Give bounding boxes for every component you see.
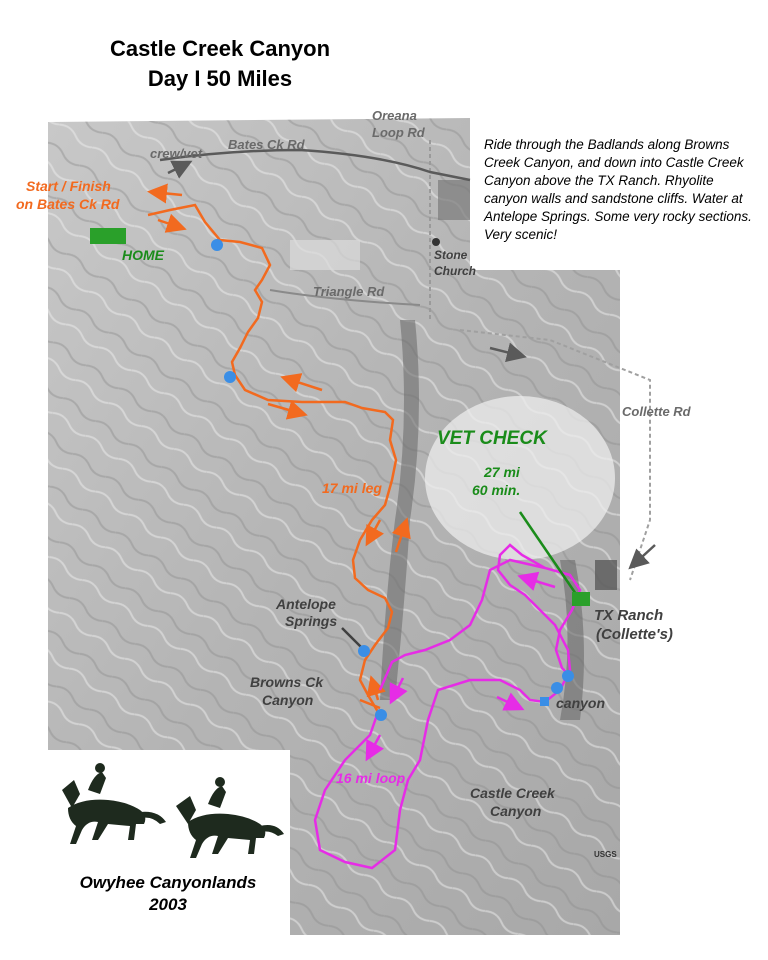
- browns-ck-canyon-label-2: Canyon: [262, 692, 314, 708]
- leg-17-label: 17 mi leg: [322, 480, 382, 496]
- magenta-arrows: [365, 571, 556, 762]
- stone-church-label-2: Church: [434, 264, 476, 278]
- water-point: [358, 645, 370, 657]
- triangle-rd-label: Triangle Rd: [313, 284, 385, 299]
- antelope-springs-label-2: Springs: [285, 613, 338, 629]
- oreana-label-2: Loop Rd: [372, 125, 425, 140]
- collette-rd-label: Collette Rd: [622, 404, 691, 419]
- water-points: [211, 239, 574, 721]
- start-finish-label-2: on Bates Ck Rd: [16, 196, 120, 212]
- browns-ck-canyon-label-1: Browns Ck: [250, 674, 324, 690]
- antelope-pointer-line: [341, 627, 363, 649]
- credit-year: 2003: [149, 895, 187, 914]
- vet-pointer-line: [518, 511, 580, 598]
- orange-trail: [147, 203, 398, 713]
- crew-vet-label: crew/vet: [150, 146, 203, 161]
- water-point: [211, 239, 223, 251]
- map-subtitle: Day I 50 Miles: [147, 66, 293, 91]
- road-arrows: [167, 160, 656, 570]
- vet-check-label: VET CHECK: [437, 428, 547, 449]
- horse-illustration-panel: [48, 750, 286, 868]
- map-title: Castle Creek Canyon: [109, 36, 331, 61]
- map-credit: Owyhee Canyonlands 2003: [48, 872, 288, 916]
- terrain-image: [48, 118, 651, 935]
- vet-distance-label: 27 mi: [484, 464, 520, 480]
- water-point: [375, 709, 387, 721]
- route-description: Ride through the Badlands along Browns C…: [484, 137, 752, 242]
- orange-arrows: [147, 183, 411, 710]
- credit-title: Owyhee Canyonlands: [79, 873, 257, 892]
- home-label: HOME: [122, 247, 164, 263]
- stone-church-marker: [432, 238, 440, 246]
- vet-hold-label: 60 min.: [472, 482, 521, 498]
- tx-ranch-label-2: (Collette's): [596, 626, 673, 643]
- loop-16-label: 16 mi loop: [336, 770, 406, 786]
- bates-ck-rd-label: Bates Ck Rd: [228, 137, 305, 152]
- start-finish-label-1: Start / Finish: [26, 178, 111, 194]
- water-point: [224, 371, 236, 383]
- water-point: [540, 697, 549, 706]
- canyon-label: canyon: [556, 695, 606, 711]
- antelope-springs-label-1: Antelope: [276, 596, 336, 612]
- castle-creek-canyon-label-1: Castle Creek: [470, 785, 555, 801]
- castle-creek-canyon-label-2: Canyon: [490, 803, 542, 819]
- water-point: [551, 682, 563, 694]
- water-point: [562, 670, 574, 682]
- horse-riders-icon: [62, 763, 284, 858]
- oreana-label-1: Oreana: [372, 108, 417, 123]
- tx-ranch-label-1: TX Ranch: [594, 607, 664, 624]
- stone-church-label-1: Stone: [434, 248, 468, 262]
- home-marker: [90, 228, 126, 244]
- vet-check-marker: [572, 592, 590, 606]
- magenta-trail: [313, 543, 582, 870]
- usgs-credit: USGS: [594, 850, 617, 859]
